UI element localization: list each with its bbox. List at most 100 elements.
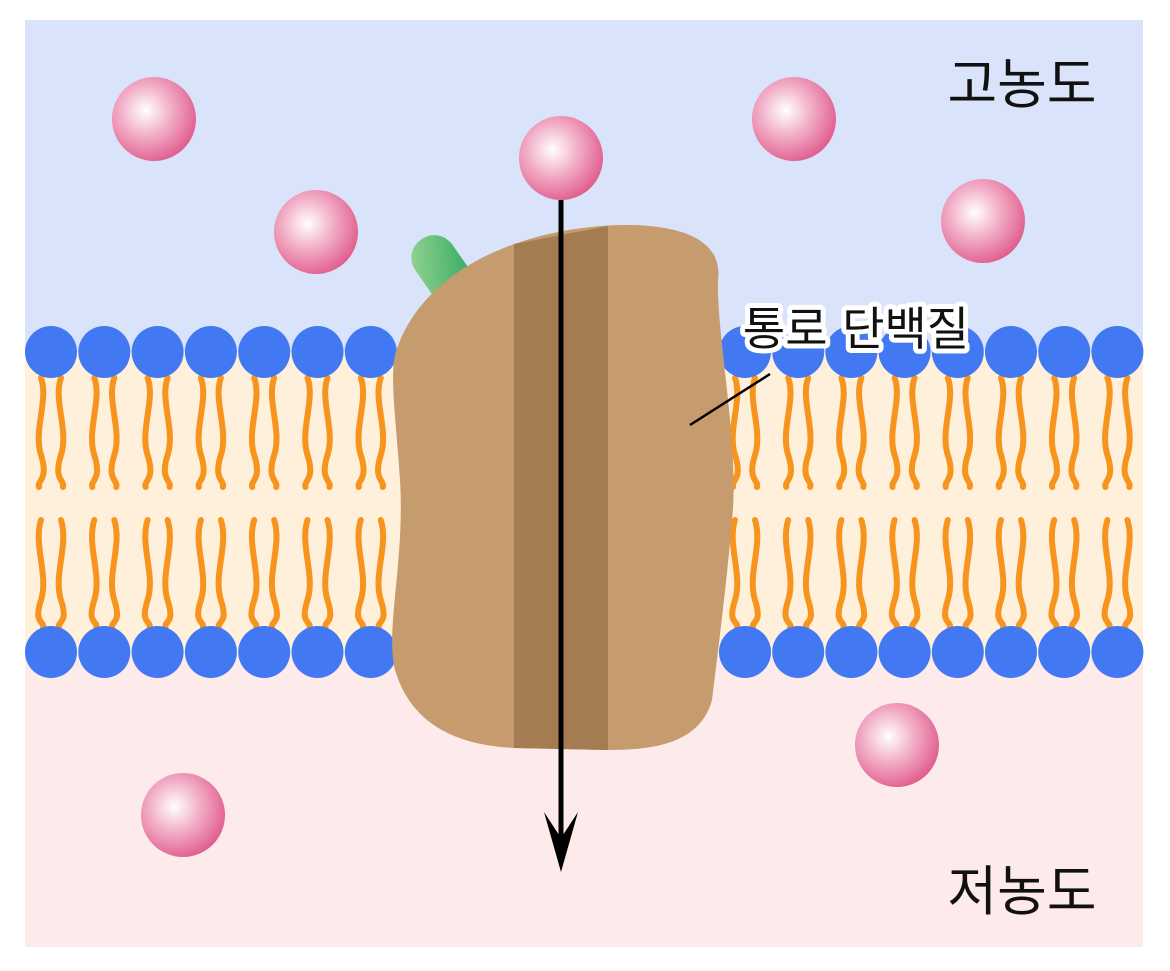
lipid-head — [184, 326, 237, 378]
lipid-tail — [355, 375, 367, 490]
lipid-tail — [835, 517, 847, 631]
lipid-head — [931, 326, 984, 378]
lipid-tail — [995, 517, 1007, 631]
lipid-tail — [195, 375, 207, 490]
lipid-head — [131, 626, 184, 678]
lipid-bilayer — [25, 326, 1144, 678]
lipid-tail — [1068, 375, 1080, 490]
lipid-tail — [108, 517, 121, 631]
lipid-head — [238, 626, 291, 678]
lipid-head — [25, 626, 77, 678]
lipid-head — [131, 326, 184, 378]
lipid-tail — [35, 517, 47, 631]
lipid-tail — [782, 517, 794, 631]
lipid-tail — [55, 517, 67, 631]
lipid-tail — [782, 375, 794, 490]
lipid-tail — [908, 375, 920, 490]
lipid-tail — [1101, 517, 1113, 631]
lipid-tail — [142, 375, 154, 490]
solute-particle — [519, 116, 603, 200]
lipid-head — [931, 626, 984, 678]
lipid-tail — [248, 375, 260, 490]
lipid-tail — [321, 375, 333, 490]
lipid-head — [772, 326, 825, 378]
lipid-tail — [161, 375, 173, 490]
solute-particle — [941, 179, 1025, 263]
lipid-tail — [1121, 375, 1133, 490]
lipid-tail — [962, 375, 974, 490]
lipid-head — [878, 626, 931, 678]
solute-particle — [141, 773, 225, 857]
lipid-tail — [889, 375, 901, 490]
channel-protein-label: 통로 단백질 — [743, 302, 969, 356]
lipid-tail — [162, 517, 174, 631]
solute-particle — [855, 703, 939, 787]
lipid-tail — [749, 375, 761, 490]
low-concentration-label: 저농도 — [947, 860, 1096, 923]
lipid-tail — [1015, 375, 1027, 490]
lipid-head — [825, 326, 878, 378]
lipid-tail — [1015, 517, 1027, 631]
lipid-tail — [215, 375, 227, 490]
lipid-tail — [802, 517, 814, 631]
lipid-head — [719, 326, 771, 378]
lipid-tail — [268, 517, 280, 631]
lipid-tail — [88, 517, 100, 631]
lipid-head — [78, 626, 131, 678]
label-leader-line — [689, 372, 771, 427]
lipid-head — [78, 326, 131, 378]
solute-particle — [752, 77, 836, 161]
lipid-head — [878, 326, 931, 378]
lipid-tail — [248, 517, 260, 631]
lipid-tail — [749, 517, 761, 631]
lipid-head — [1091, 326, 1144, 378]
lipid-tail — [962, 517, 974, 631]
lipid-tail — [375, 375, 387, 490]
lipid-tail — [141, 517, 153, 631]
high-concentration-label: 고농도 — [947, 53, 1096, 116]
lipid-head — [344, 626, 397, 678]
lipid-tail — [909, 517, 921, 631]
lipid-tail — [855, 375, 867, 490]
lipid-tail — [88, 375, 101, 490]
lipid-tail — [375, 517, 387, 631]
lipid-head — [825, 626, 878, 678]
lipid-tail — [215, 517, 227, 631]
lipid-head — [1091, 626, 1144, 678]
lipid-tail — [836, 375, 848, 490]
lipid-tail — [1122, 517, 1134, 631]
lipid-tail — [301, 517, 313, 631]
lipid-head — [344, 326, 397, 378]
lipid-tail — [108, 375, 120, 490]
lipid-tail — [35, 375, 47, 490]
lipid-tail — [995, 375, 1007, 490]
solute-particle — [112, 77, 196, 161]
lipid-head — [772, 626, 825, 678]
lipid-tail — [322, 517, 334, 631]
lipid-tail — [888, 517, 900, 631]
lipid-head — [291, 626, 344, 678]
lipid-tail — [355, 517, 367, 631]
lipid-head — [719, 626, 771, 678]
lipid-head — [1038, 626, 1091, 678]
lipid-tail — [195, 517, 207, 631]
lipid-head — [985, 326, 1037, 378]
lipid-head — [25, 326, 77, 378]
lipid-tail — [802, 375, 814, 490]
lipid-tail — [942, 517, 954, 631]
lipid-tail — [856, 517, 868, 631]
lipid-tail — [1048, 517, 1060, 631]
lipid-tail — [55, 375, 67, 490]
lipid-tail — [1068, 517, 1080, 631]
lipid-head — [184, 626, 237, 678]
lipid-head — [985, 626, 1037, 678]
lipid-head — [238, 326, 291, 378]
lipid-tail — [1048, 375, 1060, 490]
lipid-head — [291, 326, 344, 378]
lipid-head — [1038, 326, 1091, 378]
lipid-tail — [729, 375, 741, 490]
solute-particles — [112, 77, 1025, 857]
diffusion-arrow — [544, 200, 578, 872]
lipid-tail — [942, 375, 954, 490]
